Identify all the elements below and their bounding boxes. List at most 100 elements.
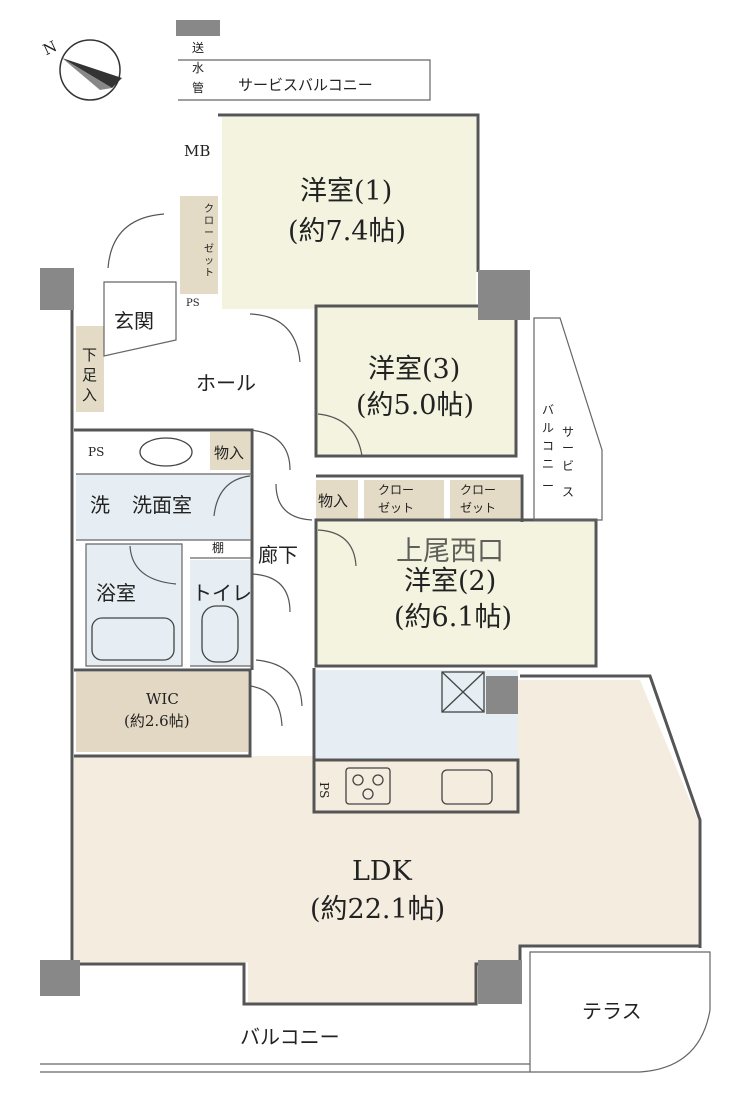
thin-lines bbox=[40, 59, 711, 1073]
ldk-outer bbox=[520, 674, 702, 948]
range-hood-x bbox=[441, 671, 485, 713]
toilet-floor bbox=[190, 560, 250, 666]
genkan-label: 玄関 bbox=[114, 309, 154, 333]
wic-wall bbox=[74, 668, 252, 758]
western2-wall bbox=[314, 518, 598, 668]
washer-label: 洗 bbox=[90, 493, 110, 517]
kitchen-fixtures bbox=[91, 437, 493, 805]
mb-label: MB bbox=[184, 142, 210, 160]
western2-size: (約6.1帖) bbox=[394, 602, 512, 633]
sb-right-1-char-1: サ bbox=[562, 425, 574, 439]
service-balcony-right-line bbox=[533, 317, 603, 521]
ps-label-2: PS bbox=[88, 445, 104, 459]
burner-2 bbox=[372, 774, 384, 786]
sb-right-2-char-2: ル bbox=[542, 421, 554, 435]
balcony-rail bbox=[40, 1063, 530, 1073]
ldk-size: (約22.1帖) bbox=[310, 894, 445, 925]
ldk-floor bbox=[74, 680, 698, 1005]
corridor-label: 廊下 bbox=[258, 543, 298, 567]
bathtub bbox=[91, 617, 175, 661]
storage-floor-1 bbox=[210, 432, 250, 470]
doors bbox=[107, 213, 363, 727]
ldk-bottom bbox=[74, 944, 700, 1006]
vertical-labels: 送 水 管 ク ロ ー ゼ ッ ト 下 足 入 サ ー ビ ス バ ル コ ニ … bbox=[82, 40, 574, 499]
stove bbox=[345, 767, 391, 805]
storage-label-1: 物入 bbox=[214, 444, 244, 462]
western3-size: (約5.0帖) bbox=[356, 390, 474, 421]
bath-floor bbox=[86, 544, 182, 666]
balcony-label: バルコニー bbox=[240, 1025, 340, 1049]
closet-v-char-6: ト bbox=[204, 268, 214, 279]
western1-floor bbox=[222, 117, 476, 309]
closet-v-char-1: ク bbox=[204, 203, 214, 215]
closet-row-wall bbox=[316, 474, 524, 522]
genkan-outline bbox=[103, 281, 177, 357]
closet-b-line1: クロー bbox=[460, 483, 496, 497]
closet-b-line2: ゼット bbox=[460, 501, 496, 515]
watermark-label: 上尾西口 bbox=[396, 536, 504, 567]
door-storage bbox=[249, 429, 291, 471]
shoe-char-2: 足 bbox=[82, 366, 97, 384]
compass-north-label: N bbox=[40, 37, 60, 59]
wic-name: WIC bbox=[146, 690, 179, 708]
compass-needle-tail bbox=[62, 58, 112, 90]
floors bbox=[74, 117, 698, 1005]
wic-floor bbox=[76, 672, 248, 752]
washroom-line bbox=[76, 473, 252, 541]
shoe-storage-floor bbox=[76, 326, 104, 412]
water-pipe-char-2: 水 bbox=[192, 61, 204, 75]
closet-a-line2: ゼット bbox=[378, 501, 414, 515]
sb-right-1-char-4: ス bbox=[562, 485, 574, 499]
sb-right-2-char-1: バ bbox=[542, 403, 554, 417]
western3-wall bbox=[314, 304, 518, 458]
water-pipe-char-3: 管 bbox=[192, 80, 204, 95]
column-1 bbox=[40, 268, 74, 310]
closet-v-char-4: ゼ bbox=[204, 243, 214, 255]
closet-floor-b bbox=[450, 480, 520, 520]
kitchen-sink bbox=[441, 769, 493, 805]
closet-v-char-3: ー bbox=[204, 228, 214, 239]
range-hood bbox=[441, 671, 485, 713]
closet-a-line1: クロー bbox=[378, 483, 414, 497]
door-wic bbox=[249, 685, 283, 727]
western2-floor bbox=[316, 522, 594, 664]
ps-label-1: PS bbox=[186, 298, 200, 309]
door-corridor bbox=[275, 483, 313, 521]
terrace-label: テラス bbox=[582, 999, 642, 1023]
shoe-char-1: 下 bbox=[82, 346, 97, 364]
toilet-outline bbox=[190, 557, 253, 667]
bath-label: 浴室 bbox=[96, 581, 136, 605]
burner-3 bbox=[362, 788, 374, 800]
washroom-floor bbox=[76, 474, 250, 540]
closet-v-char-2: ロ bbox=[204, 216, 214, 227]
labels: 洋室(1) (約7.4帖) 洋室(3) (約5.0帖) 洋室(2) (約6.1帖… bbox=[88, 76, 642, 1049]
service-balcony-top-line bbox=[178, 59, 431, 101]
western3-name: 洋室(3) bbox=[368, 354, 460, 385]
storage-floor-2 bbox=[316, 480, 358, 520]
door-bath bbox=[129, 545, 177, 585]
ldk-name: LDK bbox=[352, 856, 413, 887]
ps-label-3: PS bbox=[317, 782, 331, 798]
shelf-label: 棚 bbox=[212, 540, 224, 555]
wic-size: (約2.6帖) bbox=[124, 712, 190, 730]
western3-floor bbox=[316, 306, 516, 454]
outer-wall-west1 bbox=[218, 113, 480, 272]
column-3 bbox=[486, 676, 518, 714]
water-pipe-char-1: 送 bbox=[192, 40, 204, 55]
column-2 bbox=[478, 270, 530, 320]
compass-needle bbox=[62, 58, 122, 88]
sb-right-2-char-4: ニ bbox=[542, 457, 554, 471]
terrace-outline bbox=[529, 951, 711, 1073]
door-west2 bbox=[317, 529, 357, 567]
door-washroom bbox=[213, 475, 251, 517]
service-balcony-top-label: サービスバルコニー bbox=[238, 76, 373, 94]
toilet-label: トイレ bbox=[192, 581, 252, 605]
door-genkan bbox=[107, 213, 165, 269]
shoe-char-3: 入 bbox=[82, 386, 97, 404]
column-5 bbox=[478, 960, 522, 1004]
closet-floor-a bbox=[364, 480, 444, 520]
washroom-label: 洗面室 bbox=[132, 493, 192, 517]
burner-1 bbox=[352, 774, 364, 786]
column-4 bbox=[40, 960, 80, 996]
